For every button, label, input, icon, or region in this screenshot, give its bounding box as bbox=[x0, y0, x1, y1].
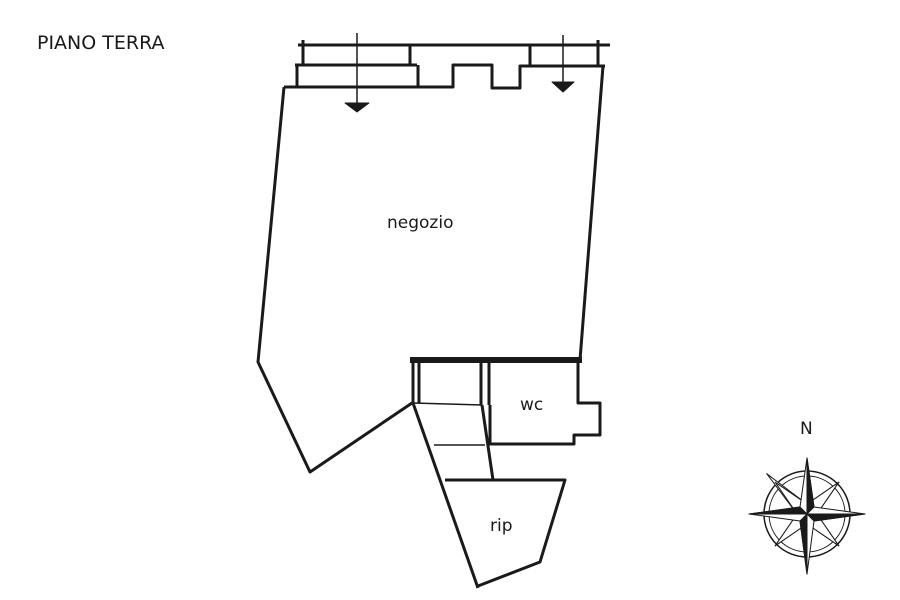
compass-north-label: N bbox=[800, 419, 813, 439]
compass-rose bbox=[748, 457, 866, 575]
room-label-wc: wc bbox=[520, 395, 544, 415]
facade-windows bbox=[284, 40, 610, 90]
walls bbox=[256, 65, 605, 589]
floor-title: PIANO TERRA bbox=[37, 32, 165, 54]
room-label-rip: rip bbox=[490, 516, 513, 536]
room-label-negozio: negozio bbox=[387, 213, 454, 233]
thin-lines bbox=[412, 402, 485, 446]
entrance-arrow-left bbox=[344, 33, 370, 113]
entrance-arrow-right bbox=[551, 35, 575, 93]
